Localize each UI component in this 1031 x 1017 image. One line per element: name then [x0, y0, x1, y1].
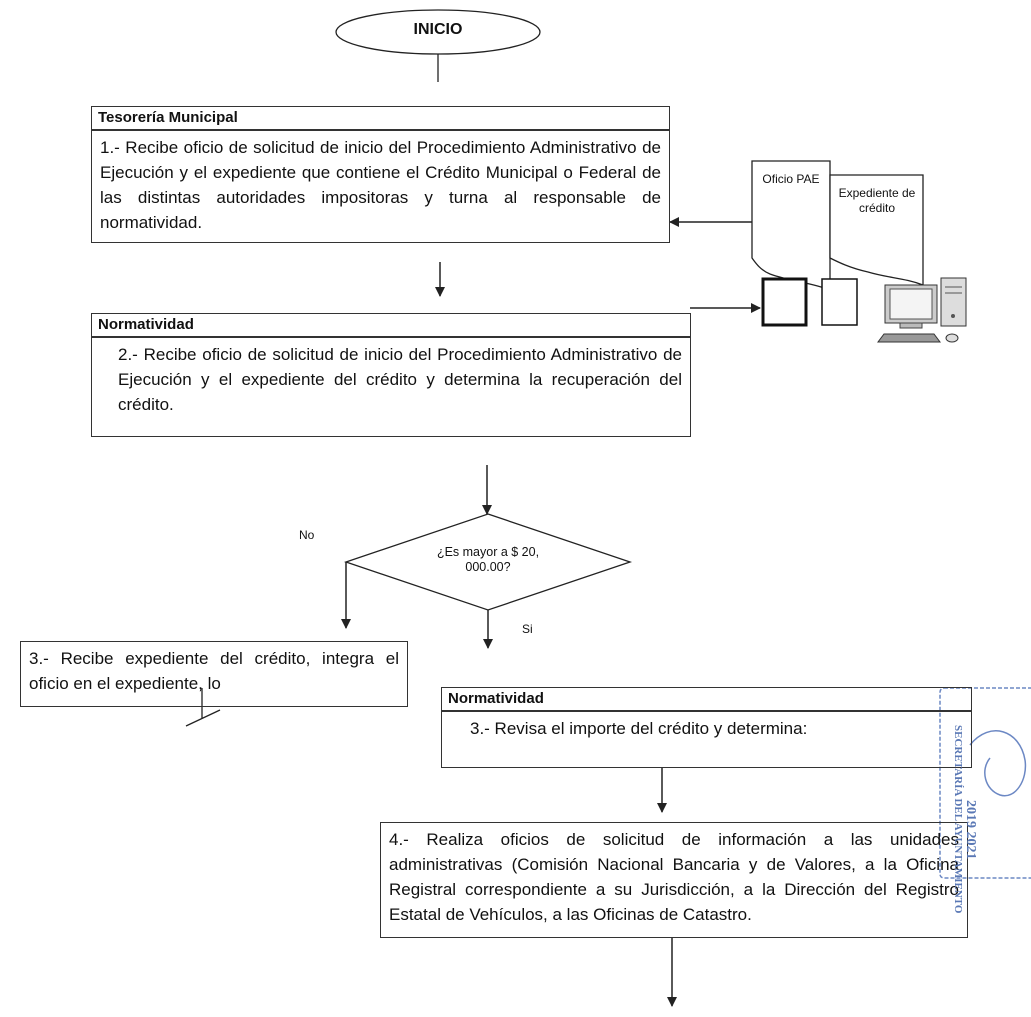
step3-yes-box: 3.- Revisa el importe del crédito y dete…: [441, 711, 972, 768]
stamp-years: 2019 2021: [963, 800, 978, 860]
step4-box: 4.- Realiza oficios de solicitud de info…: [380, 822, 968, 938]
start-label: INICIO: [413, 21, 463, 38]
stamp-frame: [939, 687, 1031, 879]
step3-yes-text: 3.- Revisa el importe del crédito y dete…: [470, 719, 808, 738]
file-square-2: [821, 278, 858, 326]
file-square-1: [761, 277, 808, 327]
step3-yes-role: Normatividad: [441, 687, 972, 711]
decision-question: ¿Es mayor a $ 20, 000.00?: [436, 545, 540, 574]
step1-box: 1.- Recibe oficio de solicitud de inicio…: [91, 130, 670, 243]
continuation-tick: [185, 709, 221, 727]
step3-no-box: 3.- Recibe expediente del crédito, integ…: [20, 641, 408, 707]
stamp-text: SECRETARÍA DEL AYUNTAMIENTO: [952, 725, 964, 914]
step1-role: Tesorería Municipal: [91, 106, 670, 130]
step2-text: 2.- Recibe oficio de solicitud de inicio…: [118, 345, 682, 414]
decision-no-label: No: [299, 528, 315, 542]
step4-text: 4.- Realiza oficios de solicitud de info…: [389, 830, 959, 924]
step1-text: 1.- Recibe oficio de solicitud de inicio…: [100, 138, 661, 232]
step2-role: Normatividad: [91, 313, 691, 337]
document-shape-expediente: [829, 174, 924, 286]
doc-expediente-label: Expediente de crédito: [838, 186, 916, 215]
computer-icon: [877, 277, 967, 343]
doc-oficio-label: Oficio PAE: [762, 172, 820, 186]
step2-box: 2.- Recibe oficio de solicitud de inicio…: [91, 337, 691, 437]
step3-no-text: 3.- Recibe expediente del crédito, integ…: [29, 649, 399, 693]
decision-yes-label: Si: [522, 622, 533, 636]
